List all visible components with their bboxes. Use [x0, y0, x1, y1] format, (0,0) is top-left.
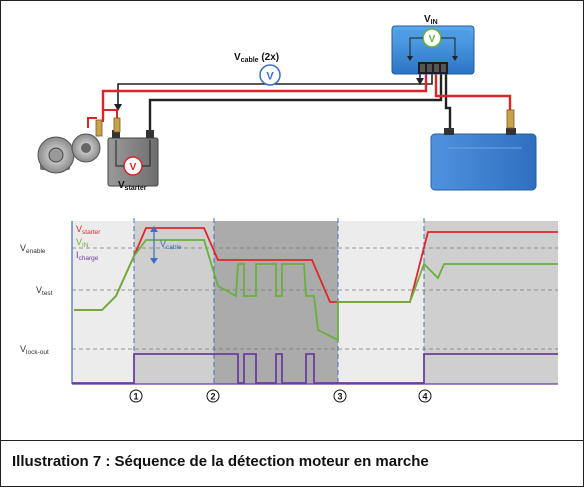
marker-4: 4: [418, 389, 432, 403]
svg-text:V: V: [130, 162, 137, 173]
vstarter-curve-label: Vstarter: [76, 224, 101, 236]
starter-negative-wire: [148, 72, 443, 165]
starter-battery: V Vstarter: [102, 109, 159, 192]
icharge-curve-label: Icharge: [76, 250, 99, 262]
vcable-meter-symbol: V: [266, 71, 274, 83]
vcable-label: Vcable (2x): [234, 52, 279, 64]
vin-curve-label: VIN: [76, 237, 89, 249]
vcable-voltmeter-icon: [259, 64, 281, 86]
svg-text:1: 1: [133, 392, 138, 402]
vlockout-label: Vlock-out: [20, 344, 49, 356]
figure-caption: Illustration 7 : Séquence de la détectio…: [6, 447, 578, 477]
svg-text:3: 3: [337, 392, 342, 402]
marker-2: 2: [206, 389, 220, 403]
svg-text:V: V: [429, 34, 436, 45]
arrow-down-icon: [416, 78, 424, 85]
arrow-down-icon: [114, 104, 122, 111]
alternator-icon: [37, 119, 103, 174]
charger-terminal-block: [418, 62, 448, 74]
vcable-diff-label: Vcable: [160, 239, 182, 251]
vtest-label: Vtest: [36, 285, 53, 297]
arrow-up-icon: [150, 226, 158, 232]
timing-diagram: Vcable Vstarter VIN Icharge Venable Vtes…: [20, 218, 558, 403]
marker-1: 1: [129, 389, 143, 403]
fuse-icon: [113, 117, 121, 133]
fuse-icon: [95, 119, 103, 137]
vin-label: VIN: [424, 14, 438, 26]
caption-text: Illustration 7 : Séquence de la détectio…: [12, 453, 429, 470]
service-negative-wire: [444, 72, 452, 130]
svg-text:4: 4: [422, 392, 427, 402]
venable-label: Venable: [20, 243, 46, 255]
phase-recharging: [424, 221, 558, 384]
vstarter-label: Vstarter: [118, 180, 147, 192]
arrow-down-icon: [150, 258, 158, 264]
icharge-curve: [72, 353, 558, 384]
marker-3: 3: [333, 389, 347, 403]
service-battery: [430, 109, 537, 191]
vin-curve: [74, 239, 558, 342]
svg-text:2: 2: [210, 392, 215, 402]
wiring-diagram: V Vcable (2x) V VIN: [37, 14, 537, 192]
service-positive-wire: [434, 72, 512, 110]
starter-positive-wire: [101, 72, 428, 120]
alternator-wire: [87, 117, 97, 128]
fuse-icon: [506, 109, 515, 129]
